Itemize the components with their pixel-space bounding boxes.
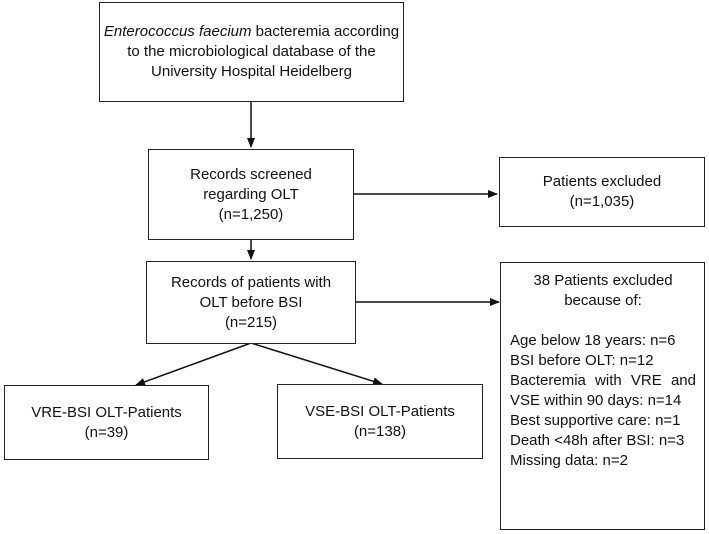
screened-count: (n=1,250) xyxy=(218,205,284,223)
excluded-line1: Patients excluded xyxy=(542,173,662,190)
source-line1-rest: bacteremia according xyxy=(251,23,400,40)
screened-box: Records screened regarding OLT (n=1,250) xyxy=(148,149,354,240)
reason-item: Best supportive care: n=1 xyxy=(510,412,681,429)
olt-count: (n=215) xyxy=(224,313,278,331)
vse-label: VSE-BSI OLT-Patients xyxy=(305,402,455,420)
olt-line2: OLT before BSI xyxy=(199,293,303,311)
reason-item: Age below 18 years: n=6 xyxy=(510,332,676,349)
arrow-olt-to-vre xyxy=(135,342,252,386)
source-line2: to the microbiological database of the xyxy=(127,43,376,60)
source-line3: University Hospital Heidelberg xyxy=(151,63,352,80)
excluded-reasons-title: 38 Patients excluded xyxy=(533,272,673,289)
screened-line2: regarding OLT xyxy=(203,185,299,203)
vre-count: (n=39) xyxy=(84,423,129,441)
vse-bsi-box: VSE-BSI OLT-Patients (n=138) xyxy=(277,384,483,459)
source-line1: Enterococcus faecium bacteremia accordin… xyxy=(104,22,399,42)
reason-item: VSE within 90 days: n=14 xyxy=(510,392,682,409)
species-name: Enterococcus faecium xyxy=(103,23,252,40)
excluded-count: (n=1,035) xyxy=(569,193,635,210)
arrow-olt-to-vse xyxy=(250,342,383,386)
reason-item: Death <48h after BSI: n=3 xyxy=(510,432,685,449)
excluded-reasons-subtitle: because of: xyxy=(564,292,642,309)
excluded-box: Patients excluded (n=1,035) xyxy=(499,157,705,227)
excluded-reasons-box: 38 Patients excluded because of: Age bel… xyxy=(500,262,705,530)
olt-line1: Records of patients with xyxy=(170,273,332,291)
vre-bsi-box: VRE-BSI OLT-Patients (n=39) xyxy=(4,385,209,460)
reason-item: Missing data: n=2 xyxy=(510,452,628,469)
screened-line1: Records screened xyxy=(190,165,312,183)
reason-item: Bacteremia with VRE and xyxy=(510,372,696,389)
reason-item: BSI before OLT: n=12 xyxy=(510,352,654,369)
source-box: Enterococcus faecium bacteremia accordin… xyxy=(99,2,404,102)
vse-count: (n=138) xyxy=(353,422,407,440)
vre-label: VRE-BSI OLT-Patients xyxy=(31,403,182,421)
olt-records-box: Records of patients with OLT before BSI … xyxy=(146,261,356,344)
